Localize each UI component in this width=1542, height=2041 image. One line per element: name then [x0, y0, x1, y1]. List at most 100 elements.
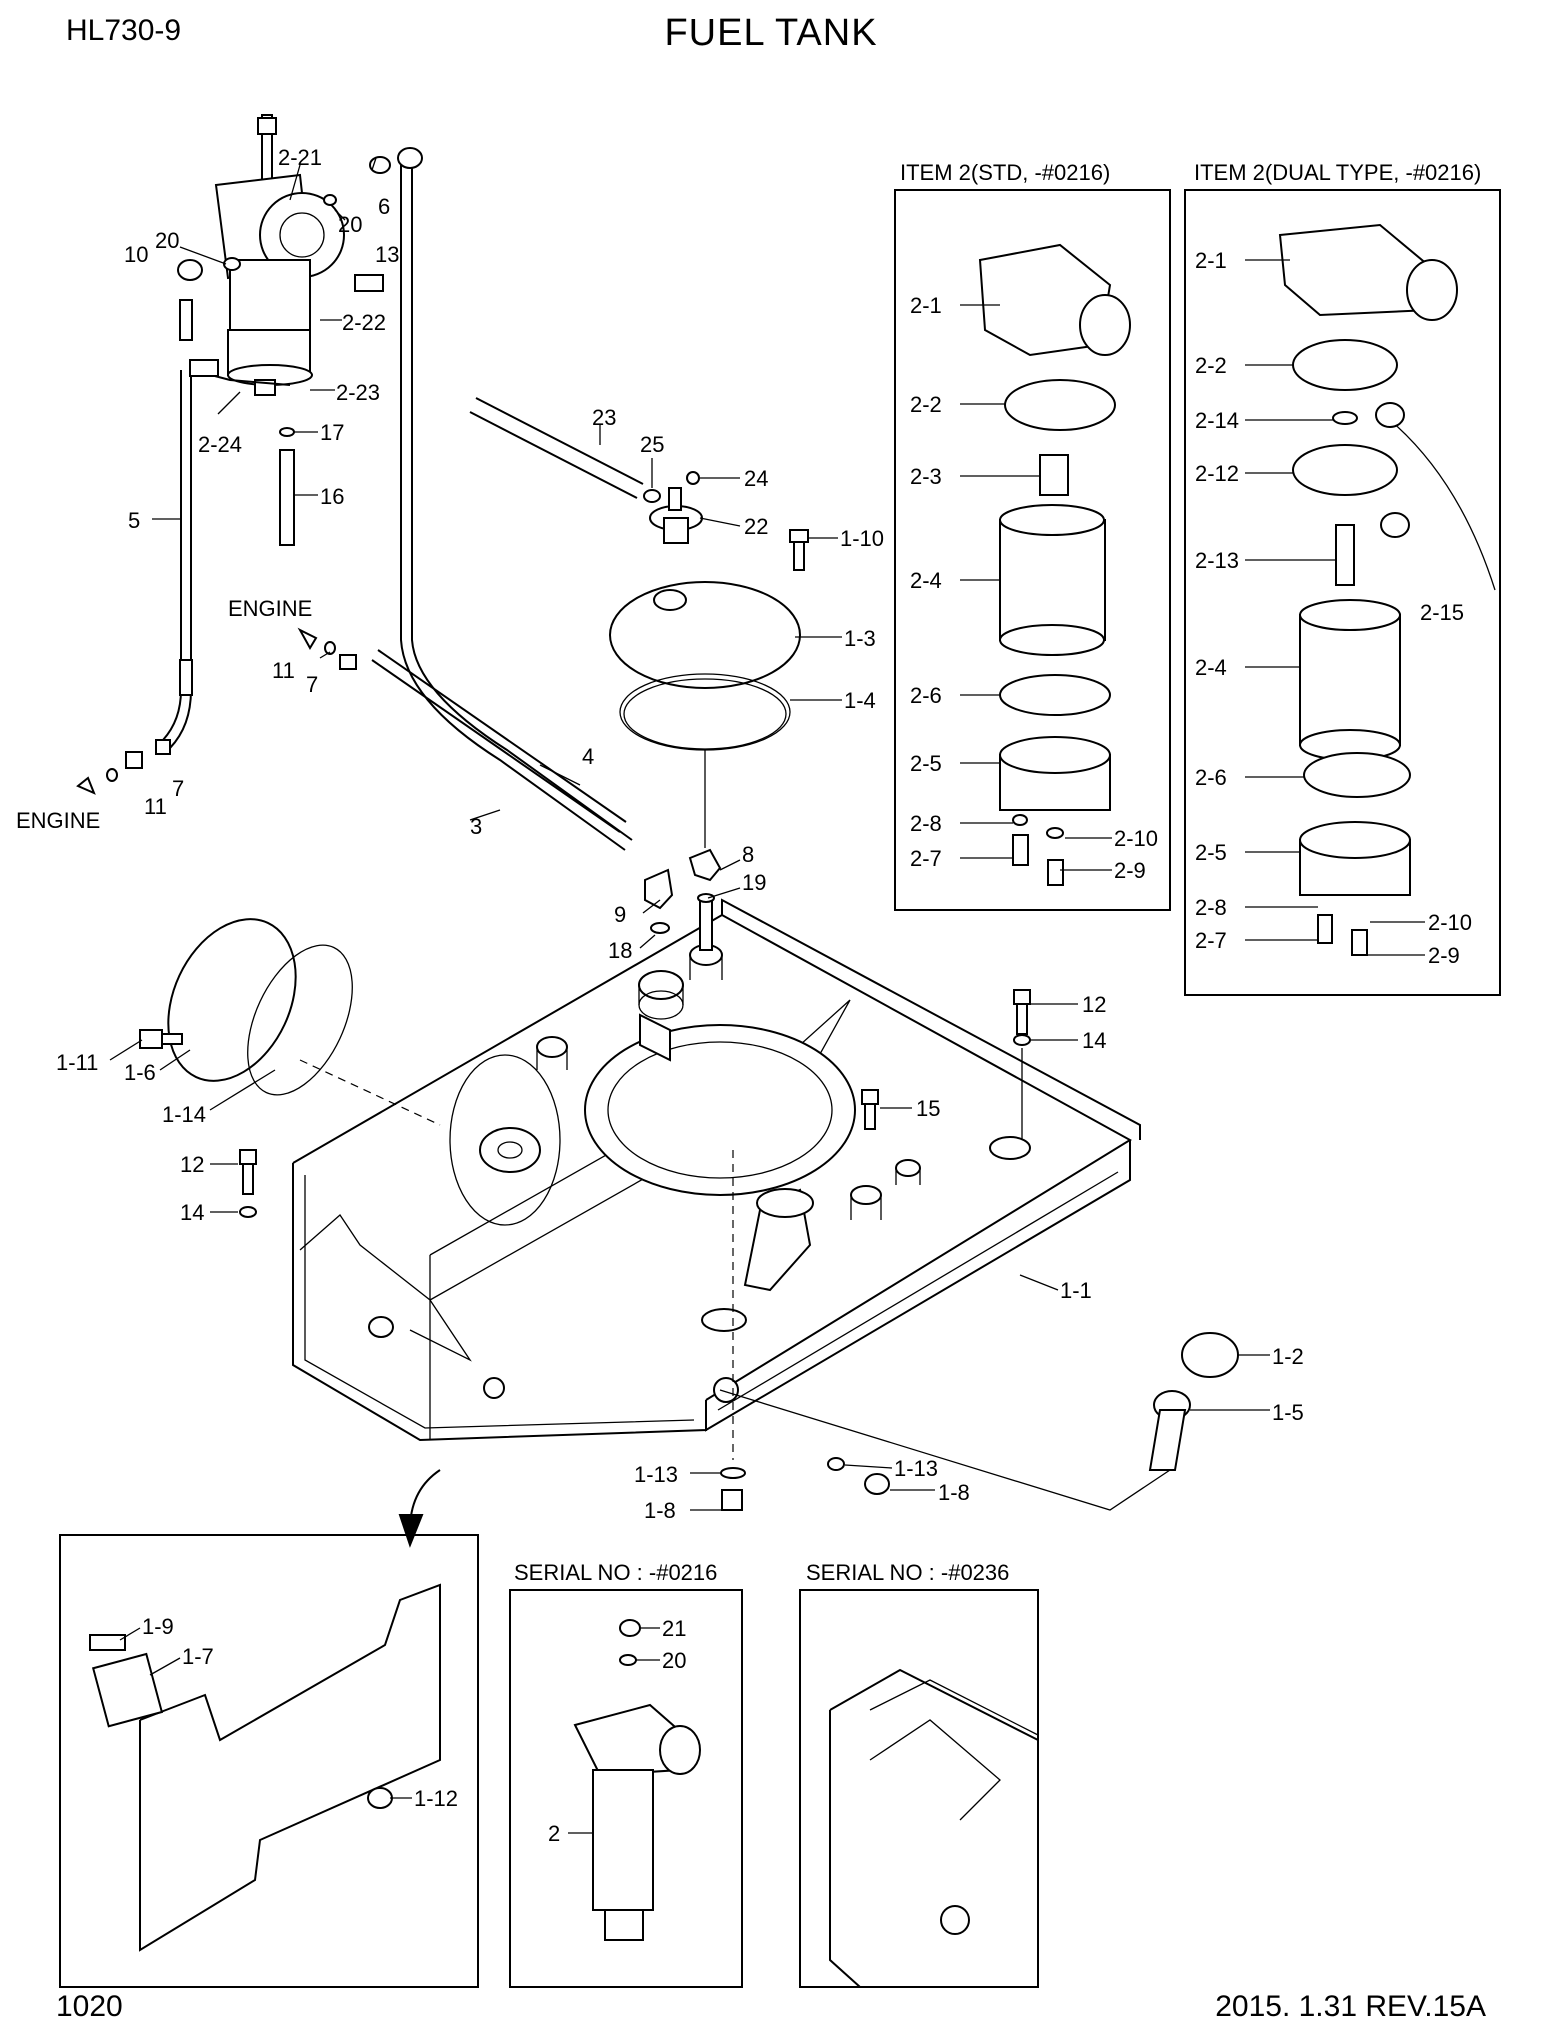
callout: 2-9	[1114, 858, 1146, 883]
callout: 2-5	[1195, 840, 1227, 865]
callout: 23	[592, 405, 616, 430]
callout: 2-21	[278, 145, 322, 170]
callout: 6	[378, 194, 390, 219]
callout: 7	[172, 776, 184, 801]
callout: 1-8	[644, 1498, 676, 1523]
callout: 19	[742, 870, 766, 895]
bottom-left-inset-box	[59, 1534, 479, 1988]
callout: 2-12	[1195, 461, 1239, 486]
callout: 11	[144, 794, 167, 819]
callout: 2-10	[1114, 826, 1158, 851]
callout: 1-5	[1272, 1400, 1304, 1425]
callout: 18	[608, 938, 632, 963]
callout: 2	[548, 1821, 560, 1846]
serial-b-inset-box	[799, 1589, 1039, 1988]
callout: 2-8	[910, 811, 942, 836]
callout: 2-15	[1420, 600, 1464, 625]
callout: 17	[320, 420, 344, 445]
std-filter-parts	[978, 243, 1131, 886]
callout: 15	[916, 1096, 940, 1121]
revision-date: 2015. 1.31 REV.15A	[1215, 1990, 1486, 2023]
callout: 2-1	[1195, 248, 1227, 273]
bolts-and-washers	[239, 989, 1031, 1218]
elbow-fittings	[644, 848, 722, 951]
callout: 1-14	[162, 1102, 206, 1127]
callout: 2-22	[342, 310, 386, 335]
callout: 1-12	[414, 1786, 458, 1811]
callout: 1-9	[142, 1614, 174, 1639]
side-inspection-flange	[449, 1054, 561, 1226]
callout: 2-2	[1195, 353, 1227, 378]
callout: 2-14	[1195, 408, 1239, 433]
callout: 2-9	[1428, 943, 1460, 968]
callout: 1-2	[1272, 1344, 1304, 1369]
callout: 11	[272, 658, 295, 683]
tank-cover-plate	[609, 581, 801, 848]
hoses	[162, 162, 633, 851]
callout: 2-2	[910, 392, 942, 417]
dual-filter-parts	[1278, 223, 1496, 956]
callout: 3	[470, 814, 482, 839]
callout: 24	[744, 466, 768, 491]
callout: 1-10	[840, 526, 884, 551]
callout: 2-13	[1195, 548, 1239, 573]
port-fitting-22	[469, 397, 703, 544]
bottom-left-parts	[89, 1583, 441, 1952]
serial-a-inset-box	[509, 1589, 743, 1988]
callout: 2-8	[1195, 895, 1227, 920]
callout: 20	[338, 212, 362, 237]
callout: 2-1	[910, 293, 942, 318]
bolt-1-10	[789, 529, 809, 571]
std-inset-title: ITEM 2(STD, -#0216)	[900, 160, 1110, 185]
inset-titles: ITEM 2(STD, -#0216) ITEM 2(DUAL TYPE, -#…	[16, 160, 1481, 1585]
callout: 2-7	[1195, 928, 1227, 953]
callout: 1-4	[844, 688, 876, 713]
leader-lines	[109, 157, 1425, 1834]
drain-parts	[719, 1150, 1239, 1511]
callout: 13	[375, 242, 399, 267]
std-inset-box	[894, 189, 1171, 911]
dual-inset-box	[1184, 189, 1501, 996]
callout: 1-11	[56, 1050, 98, 1075]
callout: 2-6	[910, 683, 942, 708]
callout: 12	[180, 1152, 204, 1177]
callout: 14	[180, 1200, 204, 1225]
callout: 12	[1082, 992, 1106, 1017]
filler-ring	[584, 1024, 856, 1292]
page-title: FUEL TANK	[664, 12, 878, 54]
callout: 1-7	[182, 1644, 214, 1669]
callout: 5	[128, 508, 140, 533]
callout: 9	[614, 902, 626, 927]
callout: 20	[662, 1648, 686, 1673]
callout: 2-3	[910, 464, 942, 489]
callout: 2-10	[1428, 910, 1472, 935]
engine-label-top: ENGINE	[228, 596, 312, 621]
callout: 16	[320, 484, 344, 509]
page-number: 1020	[56, 1990, 123, 2023]
callout: 1-13	[634, 1462, 678, 1487]
engine-fittings	[76, 627, 357, 795]
serial-a-title: SERIAL NO : -#0216	[514, 1560, 717, 1585]
callout: 2-5	[910, 751, 942, 776]
callout: 1-13	[894, 1456, 938, 1481]
callout: 4	[582, 744, 594, 769]
callout: 2-4	[1195, 655, 1227, 680]
part-callouts: 2-21 6 20 20 10 13 2-22 2-23 2-24 17 16 …	[56, 145, 1472, 1846]
callout: 1-8	[938, 1480, 970, 1505]
serial-b-tank-detail	[829, 1668, 1039, 1988]
serial-a-filter	[573, 1619, 701, 1941]
callout: 2-23	[336, 380, 380, 405]
callout: 10	[124, 242, 148, 267]
callout: 8	[742, 842, 754, 867]
callout: 2-7	[910, 846, 942, 871]
engine-label-bottom: ENGINE	[16, 808, 100, 833]
callout: 20	[155, 228, 179, 253]
fuel-filter-assembly	[177, 114, 423, 546]
dual-inset-title: ITEM 2(DUAL TYPE, -#0216)	[1194, 160, 1481, 185]
serial-b-title: SERIAL NO : -#0236	[806, 1560, 1009, 1585]
callout: 21	[662, 1616, 686, 1641]
callout: 7	[306, 672, 318, 697]
view-arrow	[398, 1469, 441, 1548]
callout: 1-1	[1060, 1278, 1092, 1303]
